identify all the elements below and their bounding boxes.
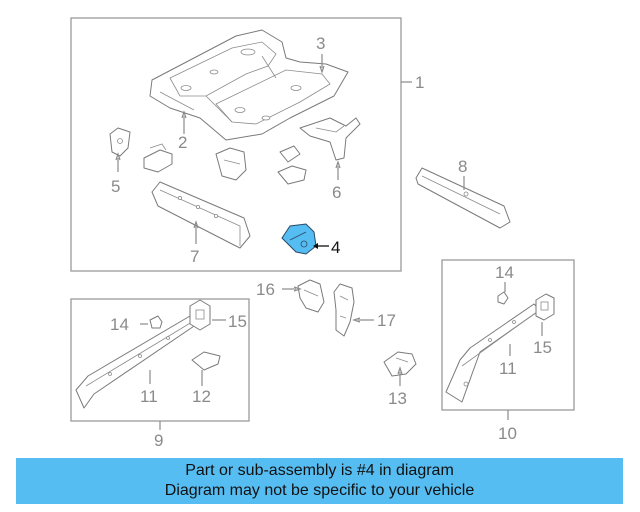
callout-9: 9: [154, 431, 163, 450]
callout-15-right: 15: [533, 338, 552, 357]
pillar-bracket-16: [297, 279, 325, 313]
info-banner: Part or sub-assembly is #4 in diagram Di…: [16, 458, 623, 504]
right-plug-14: [497, 291, 509, 305]
callout-leaders: [115, 54, 543, 386]
callout-11-left: 11: [140, 387, 158, 406]
callout-16: 16: [256, 280, 275, 299]
pillar-reinforcement-17: [333, 283, 355, 337]
center-bracket: [215, 147, 247, 181]
left-bracket-15: [189, 299, 211, 331]
callout-2: 2: [178, 133, 187, 152]
callout-14-left: 14: [110, 315, 129, 334]
left-rocker-panel: [75, 315, 201, 409]
callout-7: 7: [190, 247, 199, 266]
callout-10: 10: [498, 424, 517, 443]
highlighted-part-4: [281, 223, 329, 255]
left-bracket-12: [191, 351, 221, 371]
right-rocker-panel: [445, 303, 541, 403]
rear-rail: [415, 167, 511, 229]
banner-line-2: Diagram may not be specific to your vehi…: [164, 482, 475, 499]
banner-line-1: Part or sub-assembly is #4 in diagram: [185, 462, 454, 479]
bracket-5: [109, 127, 131, 157]
callout-6: 6: [332, 183, 341, 202]
callout-12: 12: [192, 387, 211, 406]
callout-17: 17: [377, 311, 396, 330]
small-bracket-left: [143, 143, 173, 173]
floor-pan-group-box: [70, 17, 402, 272]
right-bracket-15: [535, 293, 555, 321]
callout-14-right: 14: [495, 263, 514, 282]
inner-side-sill: [151, 181, 251, 249]
callout-4: 4: [331, 238, 340, 257]
callout-8: 8: [458, 157, 467, 176]
small-bracket-right: [277, 145, 307, 185]
rear-crossmember: [299, 117, 361, 161]
left-plug-14: [149, 315, 163, 329]
left-rocker-group-box: [70, 298, 250, 422]
callout-13: 13: [388, 389, 407, 408]
callout-3: 3: [316, 34, 325, 53]
floor-pan-assembly: [149, 29, 349, 141]
callout-15-left: 15: [228, 312, 247, 331]
callout-11-right: 11: [499, 359, 517, 378]
bracket-13: [383, 351, 417, 377]
callout-1: 1: [415, 73, 424, 92]
callout-5: 5: [111, 177, 120, 196]
